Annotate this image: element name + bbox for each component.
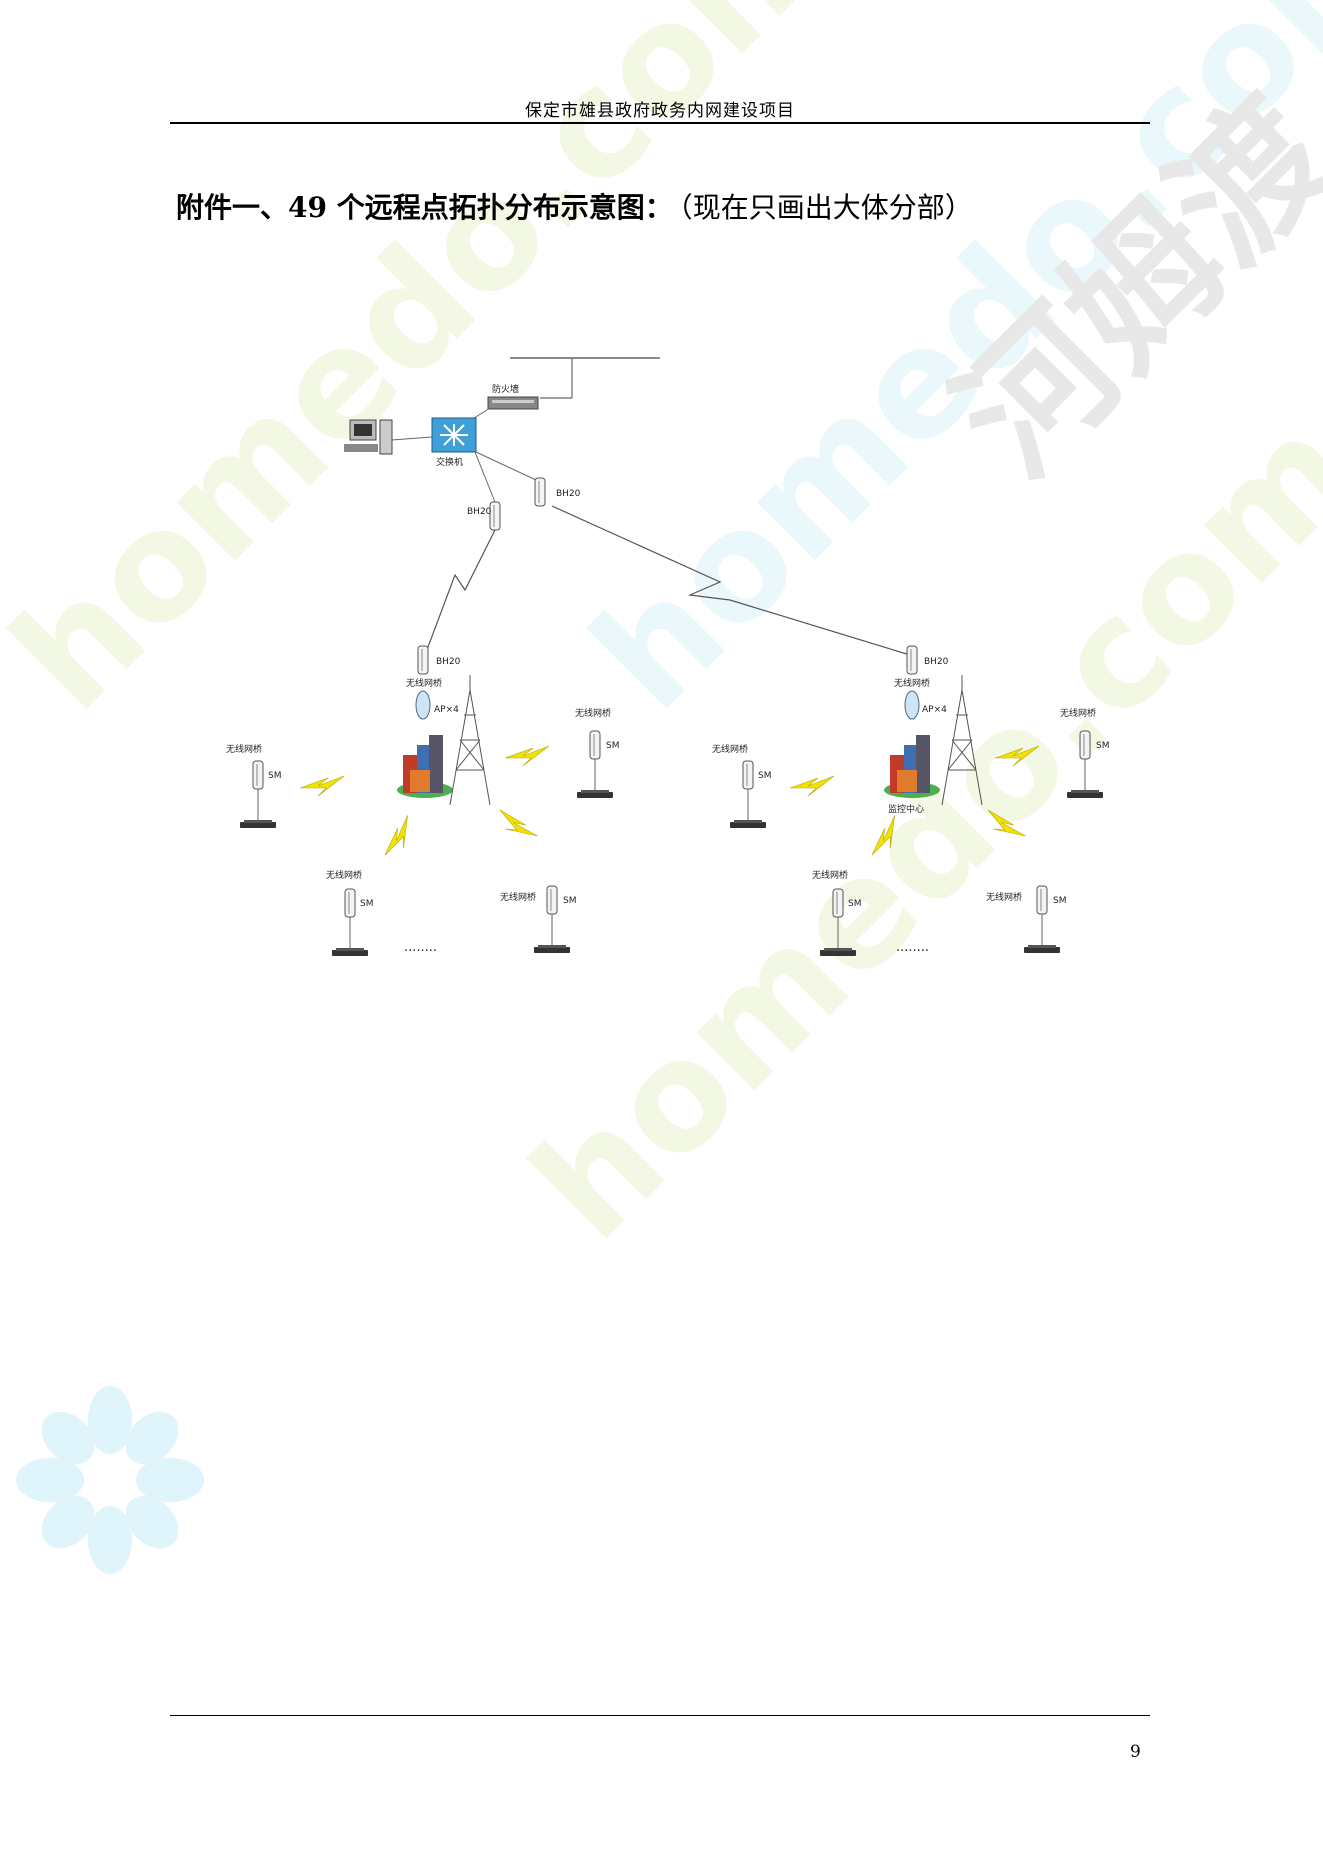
sm-label: SM <box>848 899 861 909</box>
ap-antenna-icon <box>904 690 920 720</box>
bridge-label: 无线网桥 <box>812 869 848 881</box>
bh20-antenna-icon <box>534 477 546 507</box>
bh20-antenna-icon <box>417 645 429 675</box>
workstation-icon <box>344 419 393 455</box>
ap-label: AP×4 <box>922 705 947 715</box>
wireless-signal-icon <box>981 801 1026 850</box>
ellipsis: ········ <box>404 944 437 959</box>
firewall-icon <box>487 396 539 410</box>
city-building-icon <box>397 735 453 798</box>
sm-antenna-icon <box>546 885 558 915</box>
bridge-label: 无线网桥 <box>406 677 442 689</box>
sm-label: SM <box>360 899 373 909</box>
watermark-logo-icon <box>16 1386 204 1574</box>
heading-bold: 附件一、49 个远程点拓扑分布示意图： <box>176 191 673 224</box>
city-building-icon <box>884 735 940 798</box>
bh20-label: BH20 <box>924 657 949 667</box>
bridge-label: 无线网桥 <box>575 707 611 719</box>
firewall-label: 防火墙 <box>492 383 519 395</box>
subscriber-device-icon <box>1067 790 1103 798</box>
subscriber-device-icon <box>577 790 613 798</box>
wireless-signal-icon <box>789 775 835 797</box>
ellipsis: ········ <box>896 944 929 959</box>
bridge-label: 无线网桥 <box>1060 707 1096 719</box>
wireless-signal-icon <box>299 775 345 797</box>
bridge-label: 无线网桥 <box>500 891 536 903</box>
network-topology-diagram: 防火墙 交换机 BH20 BH20 BH20 无线网桥 AP×4 <box>226 357 1109 959</box>
bh20-label: BH20 <box>436 657 461 667</box>
heading-note: （现在只画出大体分部） <box>678 191 973 224</box>
subscriber-device-icon <box>730 820 766 828</box>
bridge-label: 无线网桥 <box>326 869 362 881</box>
sm-label: SM <box>563 896 576 906</box>
wireless-signal-icon <box>994 745 1040 767</box>
ap-antenna-icon <box>415 690 431 720</box>
wireless-signal-icon <box>376 815 423 861</box>
sm-label: SM <box>1053 896 1066 906</box>
wireless-signal-icon <box>493 801 538 850</box>
sm-antenna-icon <box>742 760 754 790</box>
bh20-label: BH20 <box>467 507 492 517</box>
page-number: 9 <box>1130 1742 1141 1762</box>
sm-label: SM <box>268 771 281 781</box>
radio-tower-icon <box>941 675 983 806</box>
sm-antenna-icon <box>832 888 844 918</box>
bridge-label: 无线网桥 <box>894 677 930 689</box>
section-heading: 附件一、49 个远程点拓扑分布示意图：（现在只画出大体分部） <box>176 186 973 226</box>
bridge-label: 无线网桥 <box>986 891 1022 903</box>
subscriber-device-icon <box>534 945 570 953</box>
subscriber-device-icon <box>820 948 856 956</box>
ap-label: AP×4 <box>434 705 459 715</box>
header-rule <box>170 122 1150 124</box>
sm-label: SM <box>606 741 619 751</box>
footer-rule <box>170 1715 1150 1716</box>
bh20-antenna-icon <box>906 645 918 675</box>
center-label: 监控中心 <box>888 803 924 815</box>
sm-label: SM <box>1096 741 1109 751</box>
bridge-label: 无线网桥 <box>712 743 748 755</box>
sm-antenna-icon <box>252 760 264 790</box>
bh20-label: BH20 <box>556 489 581 499</box>
sm-label: SM <box>758 771 771 781</box>
running-header: 保定市雄县政府政务内网建设项目 <box>525 101 795 121</box>
subscriber-device-icon <box>332 948 368 956</box>
bh20-antenna-icon <box>489 501 501 531</box>
sm-antenna-icon <box>1079 730 1091 760</box>
wireless-signal-icon <box>863 815 910 861</box>
sm-antenna-icon <box>344 888 356 918</box>
sm-antenna-icon <box>1036 885 1048 915</box>
wireless-signal-icon <box>504 745 550 767</box>
radio-tower-icon <box>449 675 491 806</box>
switch-icon <box>431 417 477 453</box>
subscriber-device-icon <box>240 820 276 828</box>
switch-label: 交换机 <box>436 456 463 468</box>
subscriber-device-icon <box>1024 945 1060 953</box>
sm-antenna-icon <box>589 730 601 760</box>
bridge-label: 无线网桥 <box>226 743 262 755</box>
